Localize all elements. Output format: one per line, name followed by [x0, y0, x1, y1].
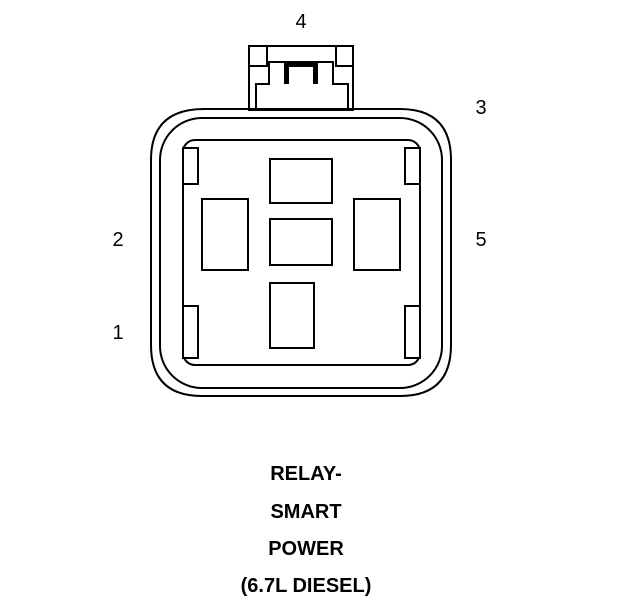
- locking-tab: [248, 45, 354, 111]
- pin-label-2: 2: [112, 229, 123, 251]
- corner-slot-top-left: [182, 147, 199, 185]
- connector-body-inner: [182, 139, 421, 366]
- connector-body-outer: [150, 108, 452, 397]
- caption-line-2: SMART: [270, 501, 341, 523]
- locking-tab-latch: [284, 62, 318, 84]
- pin-label-4: 4: [295, 11, 306, 33]
- terminal-cavity-pin-1: [269, 282, 315, 349]
- pin-label-5: 5: [475, 229, 486, 251]
- locking-tab-outer: [248, 45, 354, 111]
- terminal-cavity-pin-4: [269, 218, 333, 266]
- pin-label-1: 1: [112, 322, 123, 344]
- pin-label-3: 3: [475, 97, 486, 119]
- locking-tab-step-left: [249, 46, 268, 67]
- locking-tab-step-right: [335, 46, 353, 67]
- corner-slot-top-right: [404, 147, 421, 185]
- corner-slot-bottom-left: [182, 305, 199, 359]
- terminal-cavity-pin-3: [269, 158, 333, 204]
- caption-line-1: RELAY-: [270, 463, 342, 485]
- caption-line-3: POWER: [268, 538, 344, 560]
- terminal-cavity-pin-5: [353, 198, 401, 271]
- locking-tab-inner-frame: [255, 61, 349, 110]
- connector-body-middle: [159, 117, 443, 389]
- terminal-cavity-pin-2: [201, 198, 249, 271]
- corner-slot-bottom-right: [404, 305, 421, 359]
- caption-line-4: (6.7L DIESEL): [241, 575, 372, 597]
